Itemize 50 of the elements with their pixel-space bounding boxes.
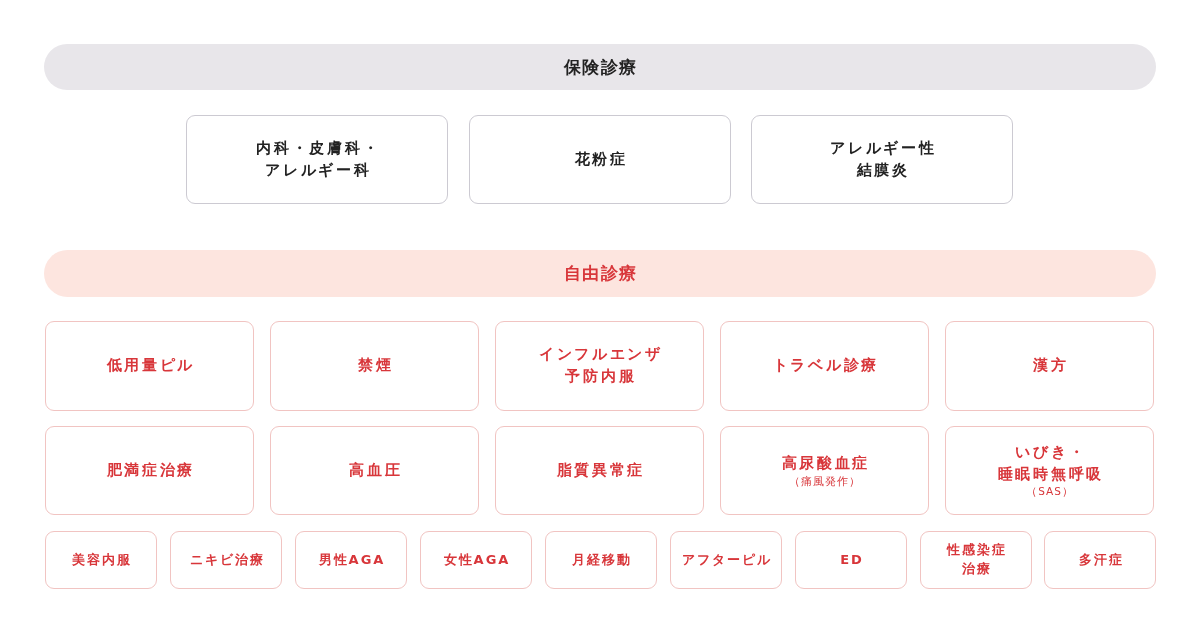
category-label: トラベル診療 (771, 355, 879, 377)
category-label: 低用量ピル (105, 355, 196, 377)
category-label: 内科・皮膚科・アレルギー科 (255, 137, 382, 181)
category-box (920, 531, 1032, 589)
category-note: （痛風発作） (788, 474, 861, 489)
category-label: ED (839, 550, 864, 569)
category-label: 男性AGA (317, 550, 386, 569)
category-label: 月経移動 (571, 550, 632, 569)
category-label: 女性AGA (442, 550, 511, 569)
category-box (1044, 531, 1156, 589)
category-box (545, 531, 657, 589)
category-note: （SAS） (1025, 485, 1074, 500)
category-box (720, 321, 929, 411)
category-box (270, 321, 479, 411)
category-box (751, 115, 1013, 204)
category-label: 肥満症治療 (105, 459, 196, 481)
category-label: 禁煙 (357, 355, 394, 377)
category-label: 漢方 (1032, 355, 1069, 377)
category-box (186, 115, 448, 204)
category-label: 性感染症治療 (945, 541, 1008, 578)
category-label: インフルエンザ予防内服 (537, 344, 664, 387)
category-box (945, 426, 1154, 515)
category-box (670, 531, 782, 589)
category-label: 美容内服 (71, 550, 132, 569)
category-box (270, 426, 479, 515)
category-box (495, 426, 704, 515)
section-band (44, 250, 1156, 297)
category-label: 高尿酸血症 (780, 452, 871, 474)
category-label: いびき・睡眠時無呼吸 (996, 441, 1105, 485)
category-label: 多汗症 (1077, 550, 1124, 569)
category-box (420, 531, 532, 589)
category-label: ニキビ治療 (188, 550, 265, 569)
category-box (795, 531, 907, 589)
category-box (295, 531, 407, 589)
section-band (44, 44, 1156, 90)
category-box (469, 115, 731, 204)
category-box (720, 426, 929, 515)
category-box (495, 321, 704, 411)
category-box (45, 426, 254, 515)
section-heading: 自由診療 (562, 262, 638, 286)
category-box (45, 531, 157, 589)
category-box (170, 531, 282, 589)
section-heading: 保険診療 (562, 55, 638, 79)
category-label: アレルギー性結膜炎 (829, 137, 938, 181)
category-label: 高血圧 (348, 459, 403, 481)
category-label: 花粉症 (573, 148, 628, 170)
category-box (945, 321, 1154, 411)
category-label: アフターピル (681, 550, 772, 569)
category-box (45, 321, 254, 411)
category-label: 脂質異常症 (555, 459, 646, 481)
